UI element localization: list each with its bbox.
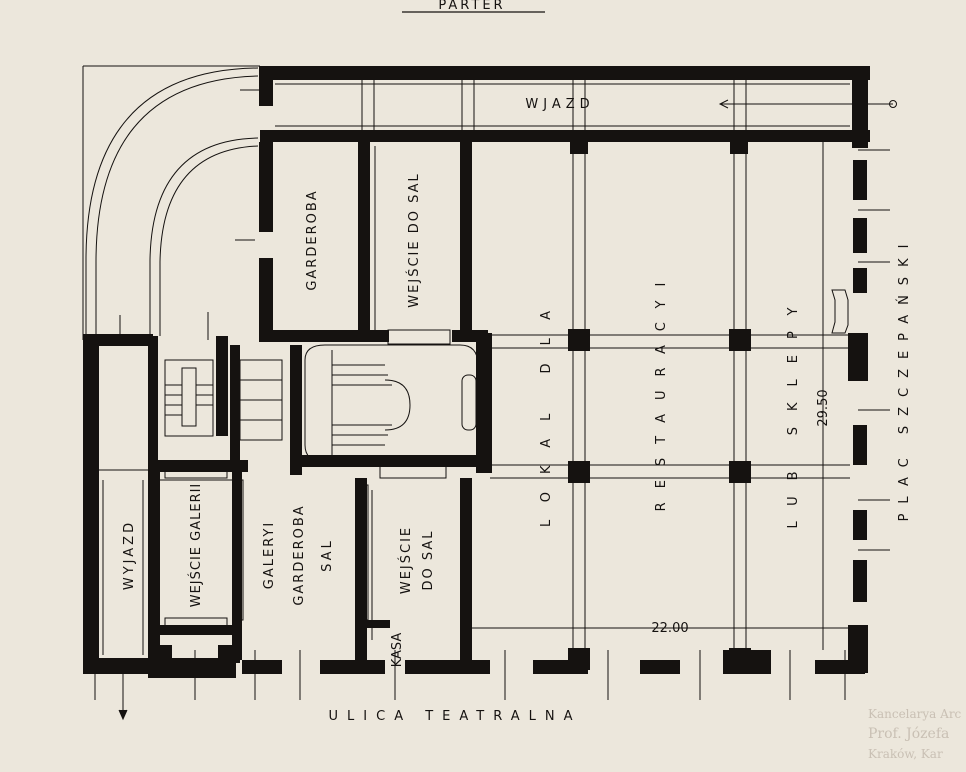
stamp-line-3: Kraków, Kar <box>868 747 943 761</box>
label-wjazd-top: WJAZD <box>525 97 594 112</box>
label-restauracyi: RESTAURACYI <box>654 269 669 512</box>
grid-lines <box>98 80 850 660</box>
stamp-line-2: Prof. Józefa <box>868 726 950 742</box>
drawing-title: PARTER <box>438 0 505 13</box>
office-stamp: Kancelarya Arc Prof. Józefa Kraków, Kar <box>868 704 961 764</box>
label-garderoba-upper: GARDEROBA <box>305 189 320 290</box>
label-wejscie-galerii: WEJŚCIE GALERII <box>188 483 204 608</box>
staircase <box>164 289 849 629</box>
driveway-curves <box>82 65 260 340</box>
label-galeryi: GALERYI <box>262 521 277 589</box>
label-sal: SAL <box>320 538 335 572</box>
label-wejscie-lower: WEJŚCIE <box>398 526 414 594</box>
label-wyjazd: WYJAZD <box>122 520 137 590</box>
label-street: ULICA TEATRALNA <box>329 709 582 724</box>
label-garderoba-lower: GARDEROBA <box>292 504 307 605</box>
label-square: PLAC SZCZEPAŃSKI <box>896 235 912 522</box>
label-lub-sklepy: LUB SKLEPY <box>786 292 801 529</box>
dimension-lines <box>118 99 897 721</box>
stamp-line-1: Kancelarya Arc <box>868 707 962 721</box>
label-kasa: KASA <box>390 633 405 668</box>
label-lokal-dla: LOKAL DLA <box>539 293 554 527</box>
label-do-sal-lower: DO SAL <box>421 529 436 590</box>
facade-ticks <box>94 89 890 700</box>
label-wejscie-do-sal-upper: WEJŚCIE DO SAL <box>406 172 422 307</box>
dimension-width: 22.00 <box>651 621 688 636</box>
walls <box>83 66 870 678</box>
dimension-depth: 29.50 <box>816 389 831 426</box>
